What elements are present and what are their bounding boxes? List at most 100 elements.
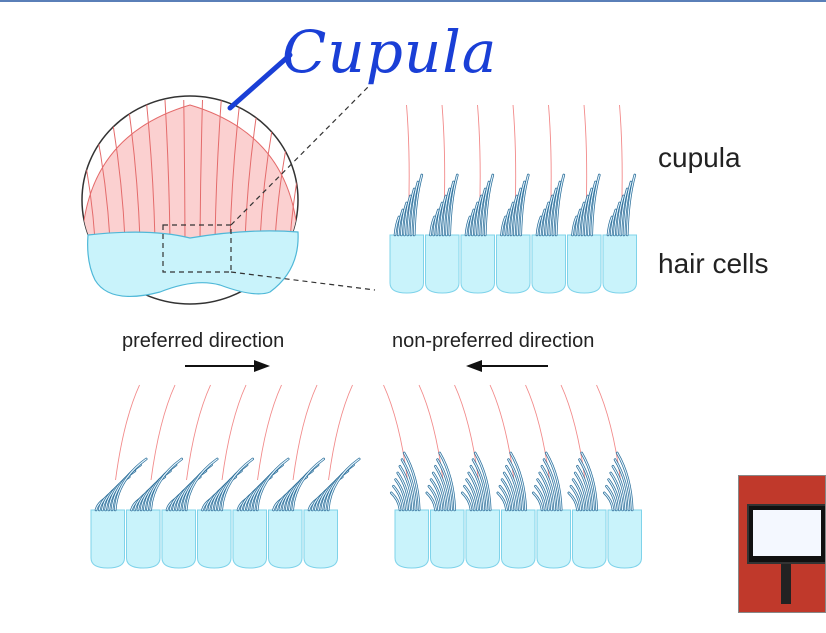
stereocilium-highlight	[575, 209, 581, 236]
hair-cells-non-preferred	[383, 384, 642, 569]
cupula-fiber	[525, 384, 550, 481]
cupula-fiber	[186, 384, 211, 481]
stereocilium-highlight	[221, 458, 254, 511]
cupula-fiber	[221, 384, 247, 481]
stereocilium-highlight	[395, 479, 407, 511]
stereocilium-highlight	[466, 479, 478, 511]
hair-cell	[567, 234, 602, 294]
stereocilium-highlight	[552, 181, 561, 236]
hair-cell	[536, 509, 571, 569]
thumbnail-screen	[747, 504, 825, 564]
cupula-fiber	[150, 384, 176, 481]
stereocilium-highlight	[392, 485, 404, 511]
stereocilium-highlight	[471, 202, 479, 236]
stereocilium-highlight	[570, 485, 582, 511]
stereocilium-highlight	[568, 492, 579, 511]
hair-cell	[126, 509, 161, 569]
stereocilium-highlight	[114, 458, 147, 511]
cupula-fiber	[383, 384, 408, 481]
cupula-fiber	[489, 384, 515, 481]
stereocilium-highlight	[400, 202, 408, 236]
cupula-fiber	[289, 99, 298, 241]
cupula-fiber	[257, 384, 282, 481]
hair-cell	[389, 234, 424, 294]
stereocilium-highlight	[537, 479, 549, 511]
cupula-fiber	[82, 99, 96, 241]
stereocilium-highlight	[501, 479, 514, 511]
stereocilium-highlight	[572, 479, 585, 511]
stereocilium-highlight	[536, 216, 542, 236]
presenter-video-thumbnail	[738, 475, 826, 613]
cupula-fiber	[328, 384, 353, 481]
stereocilium-highlight	[463, 485, 475, 511]
stereocilium-highlight	[442, 188, 451, 236]
stereocilium-highlight	[579, 459, 595, 511]
hair-cell-layer	[87, 230, 299, 298]
handwritten-cupula-label: Cupula	[282, 18, 498, 86]
arrow-left-icon	[466, 360, 548, 372]
cupula-fiber	[214, 99, 222, 241]
stereocilium-highlight	[541, 465, 556, 511]
stereocilium-highlight	[584, 188, 593, 236]
stereocilium-highlight	[465, 216, 471, 236]
stereocilium-highlight	[500, 216, 507, 236]
stereocilium-highlight	[581, 195, 589, 236]
stereocilium-highlight	[428, 485, 440, 511]
hair-cells-preferred	[90, 384, 361, 569]
stereocilium-highlight	[292, 458, 325, 511]
stereocilium-highlight	[613, 202, 621, 236]
cupula-fiber	[560, 384, 586, 481]
cupula-fiber	[164, 99, 171, 241]
thumbnail-stand	[781, 564, 791, 604]
stereocilium-highlight	[626, 174, 636, 236]
stereocilium-highlight	[497, 492, 508, 511]
hair-cell	[607, 509, 642, 569]
stereocilium-highlight	[430, 479, 443, 511]
hair-cell	[268, 509, 303, 569]
cupula-fiber	[145, 99, 156, 241]
stereocilium-highlight	[397, 472, 411, 511]
stereocilium-highlight	[484, 174, 494, 236]
cupula-fiber	[115, 384, 140, 481]
hair-cell	[394, 509, 429, 569]
stereocilium-highlight	[591, 174, 600, 236]
stereocilium-highlight	[617, 195, 624, 236]
stereocilium-highlight	[513, 188, 522, 236]
stereocilium-highlight	[256, 458, 289, 511]
stereocilium-highlight	[327, 458, 360, 511]
stereocilium-highlight	[468, 209, 475, 236]
stereocilium-highlight	[399, 465, 414, 511]
hair-cell	[496, 234, 531, 294]
stereocilium-highlight	[607, 216, 613, 236]
hair-cell	[531, 234, 566, 294]
stereocilium-highlight	[620, 188, 628, 236]
stereocilium-highlight	[603, 492, 614, 511]
stereocilium-highlight	[610, 209, 617, 236]
hair-cell	[572, 509, 607, 569]
stereocilium-highlight	[510, 452, 527, 511]
non-preferred-direction-label: non-preferred direction	[392, 330, 595, 352]
stereocilium-highlight	[546, 195, 553, 236]
stereocilium-highlight	[437, 459, 453, 511]
zoom-line-top	[230, 84, 371, 226]
stereocilium-highlight	[461, 492, 472, 511]
preferred-direction-label: preferred direction	[122, 330, 285, 352]
stereocilium-highlight	[439, 452, 456, 511]
hair-cell	[90, 509, 125, 569]
zoom-line-bottom	[230, 271, 376, 291]
hair-cell	[425, 234, 460, 294]
hair-cell	[501, 509, 536, 569]
stereocilium-highlight	[571, 216, 578, 236]
stereocilium-highlight	[605, 485, 617, 511]
cupula-fiber	[454, 384, 479, 481]
stereocilium-highlight	[520, 174, 529, 236]
stereocilium-highlight	[534, 485, 546, 511]
stereocilium-highlight	[185, 458, 218, 511]
stereocilium-highlight	[532, 492, 543, 511]
zoom-box	[162, 224, 232, 273]
hair-cell	[430, 509, 465, 569]
cupula-fiber	[127, 99, 141, 241]
stereocilium-highlight	[507, 202, 514, 236]
cupula-overview	[81, 52, 376, 305]
stereocilium-highlight	[578, 202, 585, 236]
